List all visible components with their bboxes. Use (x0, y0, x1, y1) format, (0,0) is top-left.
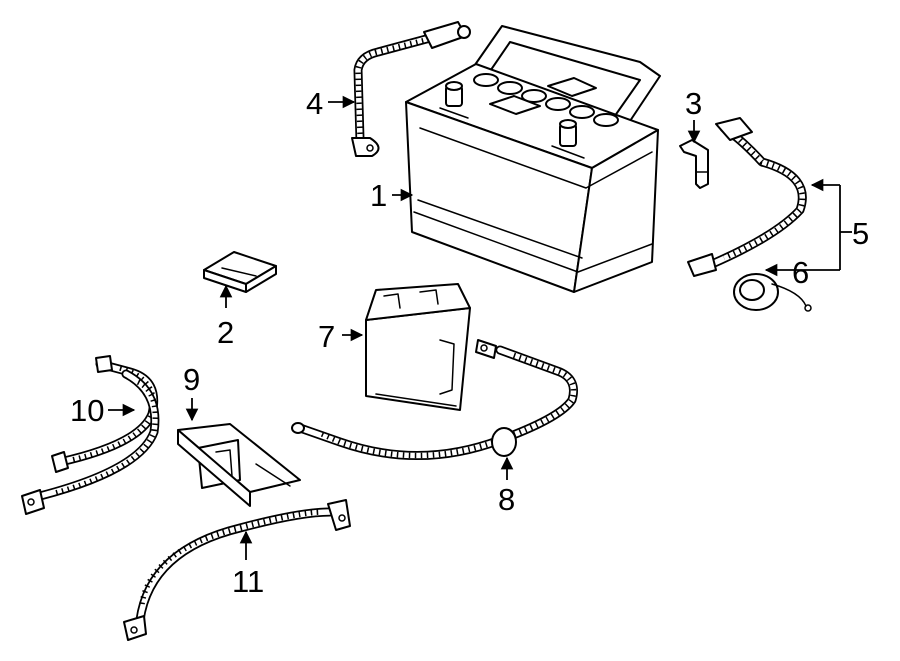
ground-strap (123, 499, 351, 641)
callout-9: 9 (183, 362, 200, 397)
vent-tube (679, 139, 709, 189)
battery-tray (177, 423, 301, 507)
positive-cable (687, 117, 807, 277)
battery-cable (291, 339, 578, 460)
callout-11: 11 (232, 564, 264, 599)
callout-3: 3 (685, 86, 702, 121)
ground-cable (351, 21, 471, 157)
callout-7: 7 (318, 319, 335, 354)
callout-8: 8 (498, 482, 515, 517)
callout-1: 1 (370, 178, 387, 213)
callout-5: 5 (852, 216, 869, 251)
callout-2: 2 (217, 315, 234, 350)
callout-10: 10 (70, 393, 104, 428)
callout-4: 4 (306, 86, 323, 121)
battery (405, 25, 661, 293)
callout-6: 6 (792, 255, 809, 290)
cable-set (21, 355, 160, 515)
callout-labels: 1 2 3 4 5 6 7 8 9 10 11 (70, 86, 869, 599)
leader-lines (108, 95, 852, 560)
control-module (365, 283, 471, 411)
grommet (733, 273, 812, 312)
hold-down-bracket (203, 251, 277, 293)
